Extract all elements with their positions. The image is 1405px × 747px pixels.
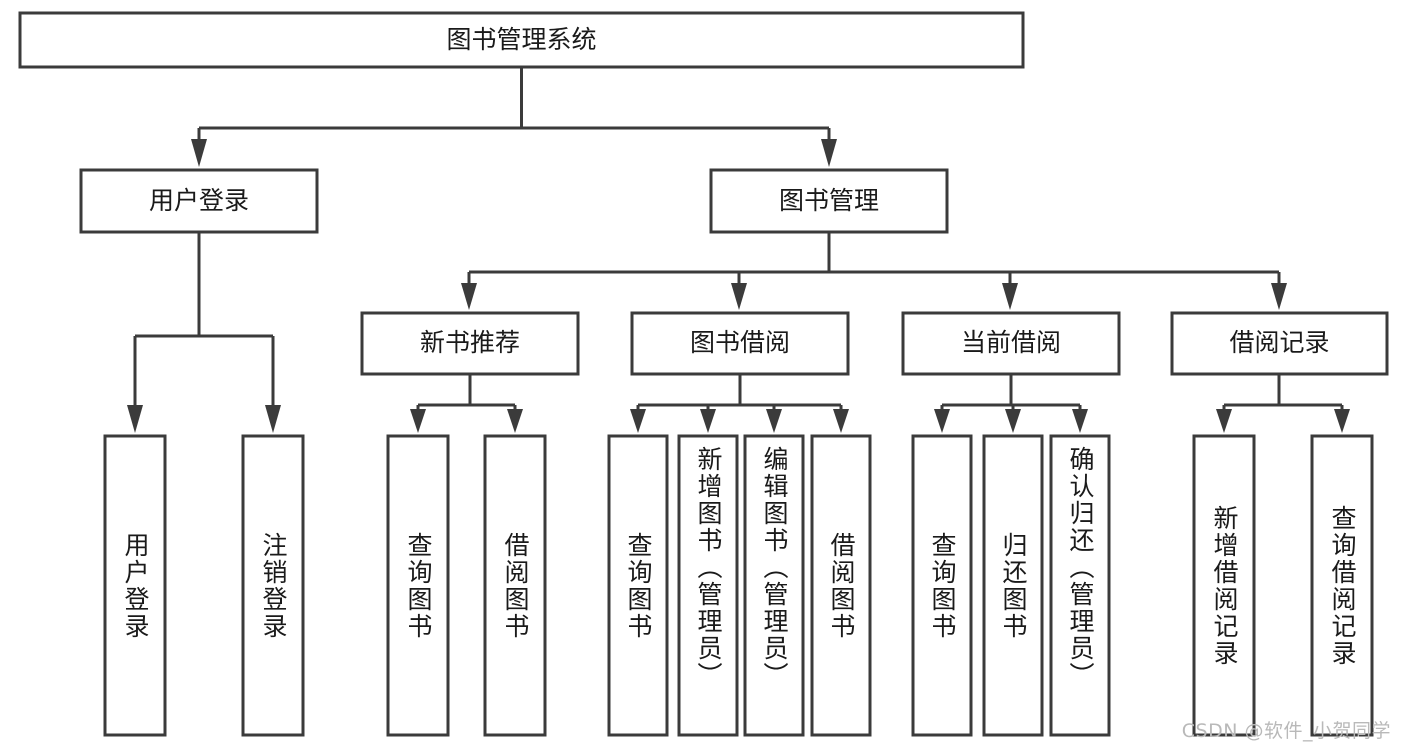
node-box-root[interactable]	[18, 11, 1025, 69]
leaf-box-edit-book-admin[interactable]	[743, 434, 805, 737]
node-label-borrow-record: 借阅记录	[1229, 328, 1329, 357]
leaf-box-query-book-cb[interactable]	[911, 434, 973, 737]
arrow-head-icon	[821, 139, 837, 167]
arrow-head-icon	[265, 405, 281, 433]
node-box-book-management[interactable]	[709, 168, 949, 234]
node-label-current-borrow: 当前借阅	[961, 328, 1061, 357]
leaf-box-user-login[interactable]	[103, 434, 167, 737]
arrow-head-icon	[1334, 409, 1350, 433]
node-root[interactable]: 图书管理系统	[18, 11, 1025, 69]
node-label-book-management: 图书管理	[779, 186, 879, 215]
node-label-root: 图书管理系统	[446, 25, 596, 54]
connector-group-root	[191, 67, 837, 167]
leaf-boxes	[103, 434, 1374, 737]
arrow-head-icon	[934, 409, 950, 433]
leaf-box-borrow-book-bb[interactable]	[810, 434, 872, 737]
leaf-box-confirm-return-admin[interactable]	[1049, 434, 1111, 737]
arrow-head-icon	[1005, 409, 1021, 433]
arrow-head-icon	[1271, 283, 1287, 310]
connector-group-book-mgmt	[461, 232, 1287, 310]
arrow-head-icon	[1072, 409, 1088, 433]
arrow-head-icon	[461, 283, 477, 310]
arrow-head-icon	[700, 409, 716, 433]
leaf-box-query-borrow-record[interactable]	[1310, 434, 1374, 737]
leaf-box-borrow-book-nb[interactable]	[483, 434, 547, 737]
leaf-box-return-book[interactable]	[982, 434, 1044, 737]
connector-group-borrow-book	[630, 374, 849, 433]
connector-group-borrow-record	[1216, 374, 1350, 433]
arrow-head-icon	[731, 283, 747, 310]
arrow-head-icon	[127, 405, 143, 433]
node-box-user-login[interactable]	[79, 168, 319, 234]
connector-group-user-login	[127, 232, 281, 433]
node-user-login[interactable]: 用户登录	[79, 168, 319, 234]
node-label-user-login: 用户登录	[149, 186, 249, 215]
leaf-box-query-book-nb[interactable]	[386, 434, 450, 737]
connector-group-new-book	[410, 374, 523, 433]
arrow-head-icon	[507, 409, 523, 433]
node-box-borrow-record[interactable]	[1170, 311, 1389, 376]
leaf-box-add-borrow-record[interactable]	[1192, 434, 1256, 737]
node-label-new-book-recommend: 新书推荐	[420, 328, 520, 357]
arrow-head-icon	[1216, 409, 1232, 433]
node-borrow-record[interactable]: 借阅记录	[1170, 311, 1389, 376]
arrow-head-icon	[191, 139, 207, 167]
node-label-book-borrow: 图书借阅	[690, 328, 790, 357]
node-box-new-book-recommend[interactable]	[360, 311, 580, 376]
arrow-head-icon	[833, 409, 849, 433]
leaf-box-query-book-bb[interactable]	[607, 434, 669, 737]
leaf-box-add-book-admin[interactable]	[677, 434, 739, 737]
leaf-box-logout[interactable]	[241, 434, 305, 737]
node-book-borrow[interactable]: 图书借阅	[630, 311, 850, 376]
node-new-book-recommend[interactable]: 新书推荐	[360, 311, 580, 376]
connector-group-current-borrow	[934, 374, 1088, 433]
arrow-head-icon	[630, 409, 646, 433]
node-book-management[interactable]: 图书管理	[709, 168, 949, 234]
node-box-current-borrow[interactable]	[901, 311, 1121, 376]
watermark-text: CSDN @软件_小贺同学	[1181, 720, 1391, 742]
arrow-head-icon	[766, 409, 782, 433]
arrow-head-icon	[410, 409, 426, 433]
arrow-head-icon	[1002, 283, 1018, 310]
node-current-borrow[interactable]: 当前借阅	[901, 311, 1121, 376]
node-box-book-borrow[interactable]	[630, 311, 850, 376]
